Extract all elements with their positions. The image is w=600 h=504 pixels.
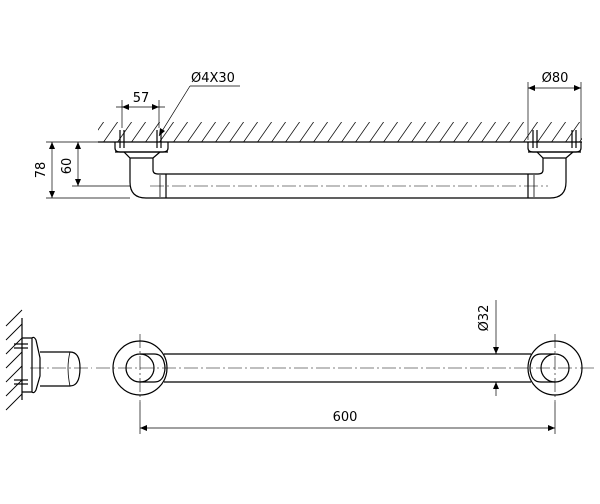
screws-right <box>532 130 577 148</box>
right-flange-side <box>527 142 582 159</box>
dim-60-label: 60 <box>60 158 75 175</box>
wall-hatch-side <box>5 309 23 411</box>
dim-78-label: 78 <box>34 162 49 179</box>
right-elbow <box>527 158 567 199</box>
dim-57-label: 57 <box>133 91 150 106</box>
dim-32: Ø32 <box>477 300 499 396</box>
screw-leader: Ø4X30 <box>158 71 240 137</box>
dim-80-label: Ø80 <box>542 71 569 86</box>
dim-60: 60 <box>60 142 130 187</box>
screw-label: Ø4X30 <box>191 71 235 86</box>
left-flange-side <box>114 142 169 159</box>
wall-hatch-top <box>98 122 582 143</box>
dim-600: 600 <box>139 402 556 434</box>
dim-600-label: 600 <box>333 410 358 425</box>
left-elbow <box>129 158 167 199</box>
side-view-bracket <box>14 336 92 394</box>
dim-32-label: Ø32 <box>477 305 492 332</box>
dim-80: Ø80 <box>527 71 582 140</box>
tube-side <box>150 173 548 199</box>
tube-front <box>96 353 596 383</box>
dim-57: 57 <box>116 91 165 128</box>
dim-78: 78 <box>34 141 130 199</box>
